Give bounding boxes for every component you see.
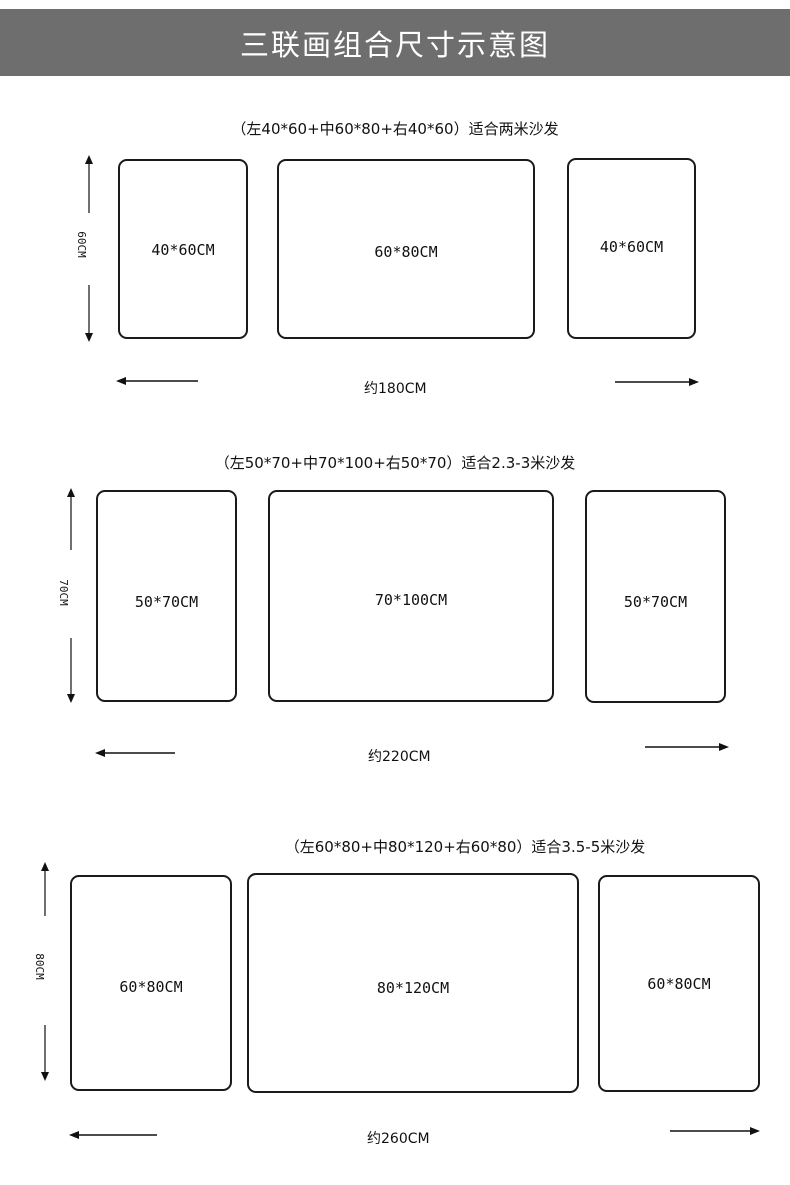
set-2-center-panel: 70*100CM	[268, 490, 554, 702]
set-1-height-label: 60CM	[74, 231, 88, 258]
set-2-height-arrow-icon	[67, 488, 75, 703]
set-3-height-label: 80CM	[32, 953, 46, 980]
set-2-right-size: 50*70CM	[623, 593, 688, 611]
set-1-right-arrow-icon	[615, 378, 699, 386]
set-1-left-arrow-icon	[116, 377, 198, 385]
set-1-left-panel: 40*60CM	[118, 159, 248, 339]
set-3-center-panel: 80*120CM	[247, 873, 579, 1093]
set-3-total-width: 约260CM	[367, 1131, 430, 1147]
set-1-center-panel: 60*80CM	[277, 159, 535, 339]
set-1-caption: （左40*60+中60*80+右40*60）适合两米沙发	[231, 120, 559, 138]
set-3-center-size: 80*120CM	[376, 979, 450, 997]
set-1-total-width: 约180CM	[364, 381, 427, 397]
set-1-height-arrow-icon	[85, 155, 93, 342]
set-1-right-panel: 40*60CM	[567, 158, 696, 339]
set-3-left-panel: 60*80CM	[70, 875, 232, 1091]
page-title: 三联画组合尺寸示意图	[0, 9, 790, 76]
set-2-left-size: 50*70CM	[134, 593, 199, 611]
set-2-caption: （左50*70+中70*100+右50*70）适合2.3-3米沙发	[214, 454, 576, 472]
set-2-height-label: 70CM	[56, 579, 70, 606]
set-2-total-width: 约220CM	[368, 749, 431, 765]
set-3-height-arrow-icon	[41, 862, 49, 1081]
set-3-left-size: 60*80CM	[119, 978, 183, 996]
set-3-right-panel: 60*80CM	[598, 875, 760, 1092]
set-3-left-arrow-icon	[69, 1131, 157, 1139]
set-1-left-size: 40*60CM	[151, 241, 215, 259]
set-2-right-arrow-icon	[645, 743, 729, 751]
set-2-left-panel: 50*70CM	[96, 490, 237, 702]
set-3-right-size: 60*80CM	[647, 975, 711, 993]
set-1-right-size: 40*60CM	[599, 238, 664, 256]
set-1-center-size: 60*80CM	[374, 243, 438, 261]
set-3-caption: （左60*80+中80*120+右60*80）适合3.5-5米沙发	[284, 838, 646, 856]
set-2-right-panel: 50*70CM	[585, 490, 726, 703]
set-2-center-size: 70*100CM	[374, 591, 448, 609]
set-2-left-arrow-icon	[95, 749, 175, 757]
set-3-right-arrow-icon	[670, 1127, 760, 1135]
